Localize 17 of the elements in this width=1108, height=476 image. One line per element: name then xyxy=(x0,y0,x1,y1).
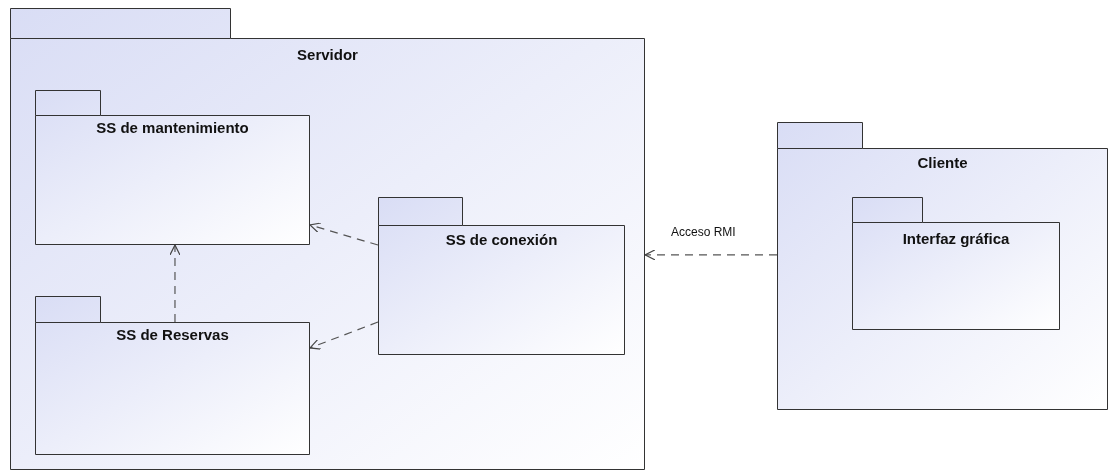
package-name: SS de conexión xyxy=(444,231,559,248)
package xyxy=(35,296,310,455)
package xyxy=(35,90,310,245)
package-name: Cliente xyxy=(916,154,969,171)
package xyxy=(378,197,625,355)
dependency-arrow xyxy=(309,222,379,246)
package-name: Interfaz gráfica xyxy=(901,230,1011,247)
package-name: SS de Reservas xyxy=(115,326,230,343)
dependency-arrow xyxy=(309,321,379,350)
dependency-arrow xyxy=(644,249,778,261)
package-name: SS de mantenimiento xyxy=(95,119,250,136)
package xyxy=(10,8,645,470)
package xyxy=(777,122,1108,410)
edge-label: Acceso RMI xyxy=(669,224,738,239)
package-name: Servidor xyxy=(296,46,359,63)
package xyxy=(852,197,1060,330)
dependency-arrow xyxy=(169,244,181,323)
